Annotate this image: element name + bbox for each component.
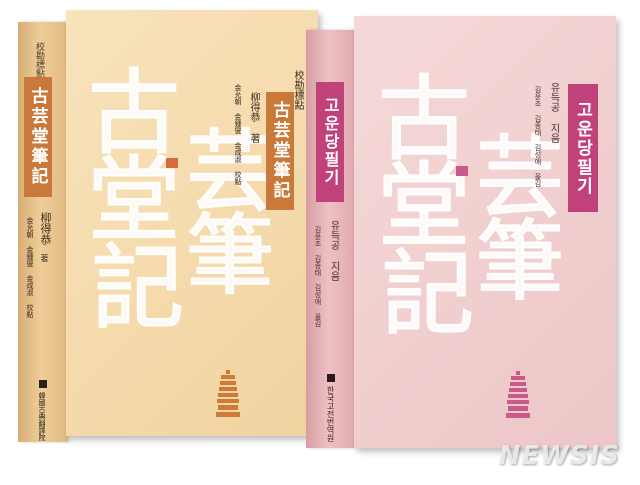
left-book: 校勘標點 古芸堂筆記 柳得恭 著 金允朝 金鍾燮 金咸淑 校點 韓國古典翻譯院 … bbox=[18, 8, 318, 442]
pagoda-icon bbox=[216, 370, 240, 417]
right-book: 고운당필기 유득공 지음 김윤조 김종태 김성애 옮김 한국고전번역원 古 堂 … bbox=[306, 16, 616, 448]
left-spine-series: 校勘標點 bbox=[34, 42, 44, 78]
right-spine-publisher: 한국고전번역원 bbox=[326, 386, 335, 442]
red-seal-mark bbox=[456, 166, 468, 176]
left-spine-author: 柳得恭 bbox=[39, 212, 52, 245]
right-book-spine: 고운당필기 유득공 지음 김윤조 김종태 김성애 옮김 한국고전번역원 bbox=[306, 30, 356, 448]
left-cover-title-label: 古芸堂筆記 bbox=[266, 92, 294, 210]
left-cover-calligraphy-2: 芸 筆 bbox=[185, 120, 275, 307]
glyph: 古 bbox=[377, 66, 471, 173]
right-spine-author: 유득공 지음 bbox=[328, 220, 339, 281]
left-spine-publisher: 韓國古典翻譯院 bbox=[38, 392, 46, 441]
red-seal-mark bbox=[166, 158, 178, 168]
right-spine-translators: 김윤조 김종태 김성애 옮김 bbox=[314, 226, 322, 327]
glyph: 記 bbox=[381, 240, 475, 348]
left-spine-editors: 金允朝 金鍾燮 金咸淑 校點 bbox=[26, 217, 34, 318]
right-cover-title-label: 고운당필기 bbox=[568, 84, 598, 212]
right-cover-translators: 김윤조 김종태 김성애 옮김 bbox=[534, 86, 542, 187]
left-cover-author: 柳得恭 著 bbox=[248, 92, 259, 143]
publisher-logo-icon bbox=[327, 374, 335, 382]
glyph: 芸 bbox=[185, 120, 275, 223]
right-spine-title: 고운당필기 bbox=[321, 97, 340, 187]
right-cover-calligraphy-2: 芸 筆 bbox=[475, 126, 565, 313]
glyph: 記 bbox=[91, 234, 185, 342]
left-book-cover: 古 堂 記 芸 筆 校勘標點 古芸堂筆記 柳得恭 著 金允朝 金鍾燮 金咸淑 校… bbox=[66, 10, 318, 436]
glyph: 堂 bbox=[87, 147, 181, 255]
left-cover-editors: 金允朝 金鍾燮 金咸淑 校點 bbox=[234, 84, 242, 185]
right-book-cover: 古 堂 記 芸 筆 고운당필기 유득공 지음 김윤조 김종태 김성애 옮김 bbox=[354, 16, 616, 448]
glyph: 筆 bbox=[475, 209, 565, 313]
left-spine-author-suffix: 著 bbox=[40, 254, 49, 262]
glyph: 堂 bbox=[377, 153, 471, 261]
right-cover-author: 유득공 지음 bbox=[548, 82, 559, 143]
glyph: 芸 bbox=[475, 126, 565, 229]
right-cover-title: 고운당필기 bbox=[572, 100, 593, 196]
publisher-logo-icon bbox=[39, 380, 47, 388]
left-cover-calligraphy: 古 堂 記 bbox=[87, 60, 185, 342]
right-cover-calligraphy: 古 堂 記 bbox=[377, 66, 475, 348]
left-cover-title: 古芸堂筆記 bbox=[269, 101, 290, 201]
pagoda-icon bbox=[506, 371, 530, 418]
left-spine-title: 古芸堂筆記 bbox=[27, 87, 48, 187]
watermark: NEWSIS bbox=[498, 441, 620, 471]
left-cover-series: 校勘標點 bbox=[292, 70, 303, 110]
glyph: 古 bbox=[87, 60, 181, 167]
right-spine-title-label: 고운당필기 bbox=[316, 82, 344, 202]
glyph: 筆 bbox=[185, 203, 275, 307]
left-spine-title-label: 古芸堂筆記 bbox=[24, 77, 52, 197]
left-book-spine: 校勘標點 古芸堂筆記 柳得恭 著 金允朝 金鍾燮 金咸淑 校點 韓國古典翻譯院 bbox=[18, 22, 68, 442]
